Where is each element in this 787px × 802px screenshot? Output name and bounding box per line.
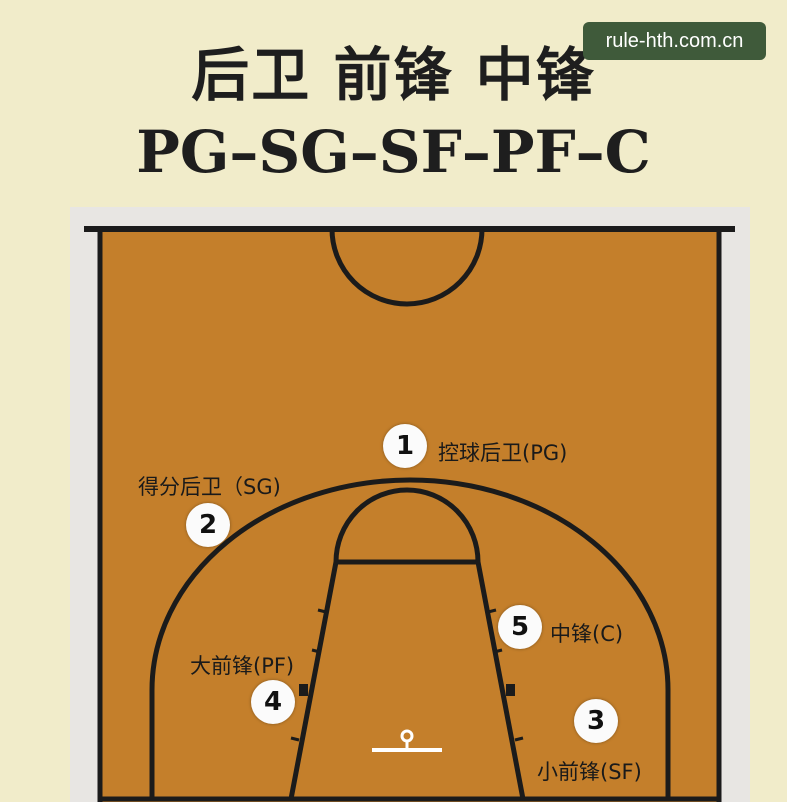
lane-block [299,684,308,696]
position-label-sg: 得分后卫（SG) [138,475,281,499]
title-positions: PG–SG–SF–PF–C [136,118,651,186]
lane-hash-mark [493,648,503,654]
lane-block [506,684,515,696]
lane-hash-mark [514,736,524,742]
lane-hash-mark [317,608,327,614]
position-badge-2: 2 [186,503,230,547]
free-throw-circle [333,487,481,563]
rim [400,729,414,743]
lane-hash-mark [290,736,300,742]
position-badge-5: 5 [498,605,542,649]
center-circle [329,228,485,307]
free-throw-lane [288,561,526,800]
three-point-line [149,477,671,799]
position-badge-3: 3 [574,699,618,743]
position-badge-4: 4 [251,680,295,724]
position-label-pg: 控球后卫(PG) [438,441,568,465]
position-label-pf: 大前锋(PF) [190,654,295,678]
watermark-badge: rule-hth.com.cn [583,22,766,60]
position-badge-1: 1 [383,424,427,468]
position-label-sf: 小前锋(SF) [537,760,642,784]
lane-hash-mark [487,608,497,614]
lane-hash-mark [311,648,321,654]
position-label-c: 中锋(C) [550,622,624,646]
title-chinese: 后卫 前锋 中锋 [191,41,596,109]
